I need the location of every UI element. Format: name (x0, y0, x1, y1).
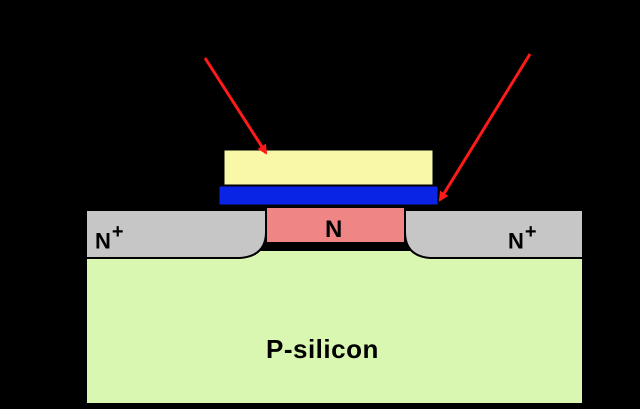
gate-electrode (223, 149, 434, 186)
p-silicon-substrate (85, 249, 584, 405)
gate-pointer-arrow (203, 57, 268, 155)
right-n-plus-region (404, 209, 584, 259)
n-channel-region (265, 206, 406, 244)
p-silicon-label: P-silicon (266, 334, 379, 364)
gate-oxide-layer (218, 185, 439, 206)
right-n-plus-label: N+ (508, 221, 537, 254)
n-channel-label: N (325, 216, 343, 243)
left-n-plus-label: N+ (95, 221, 124, 254)
oxide-pointer-arrow (438, 53, 532, 202)
